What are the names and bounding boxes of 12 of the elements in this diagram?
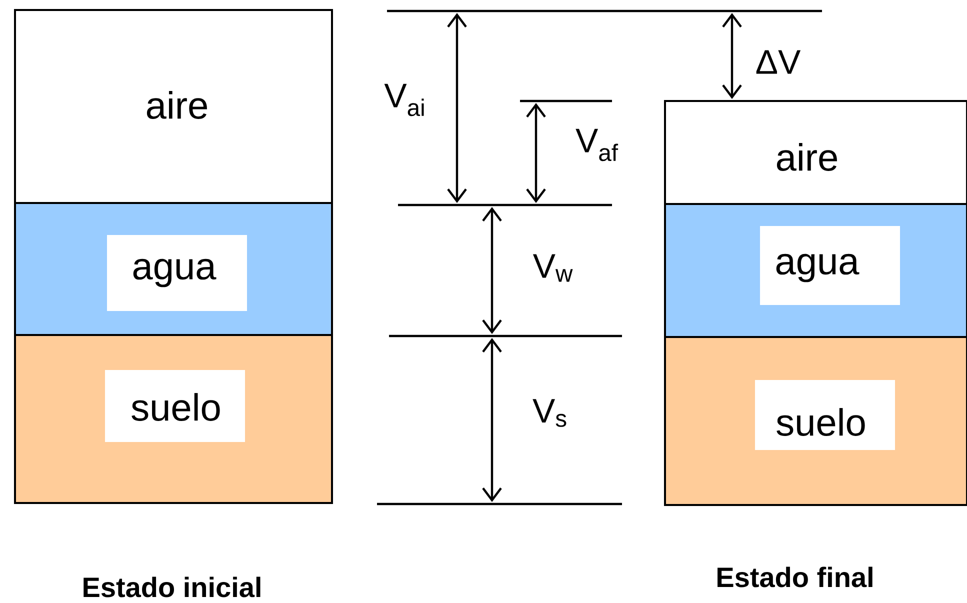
layer-band: aire bbox=[14, 9, 333, 204]
dimension-label: V$_{ai}$ bbox=[384, 84, 424, 116]
dimension-label: V$_{s}$ bbox=[532, 399, 566, 427]
caption: Estado inicial bbox=[84, 576, 260, 598]
caption: Estado final bbox=[718, 566, 872, 588]
dimension-label: V$_{w}$ bbox=[532, 254, 573, 282]
layer-band: suelo bbox=[14, 334, 333, 504]
layer-band: agua bbox=[14, 202, 333, 336]
dimension-label: V$_{af}$ bbox=[576, 128, 618, 162]
layer-band: agua bbox=[664, 203, 967, 338]
layer-band: aire bbox=[664, 100, 967, 205]
layer-band: suelo bbox=[664, 336, 967, 506]
